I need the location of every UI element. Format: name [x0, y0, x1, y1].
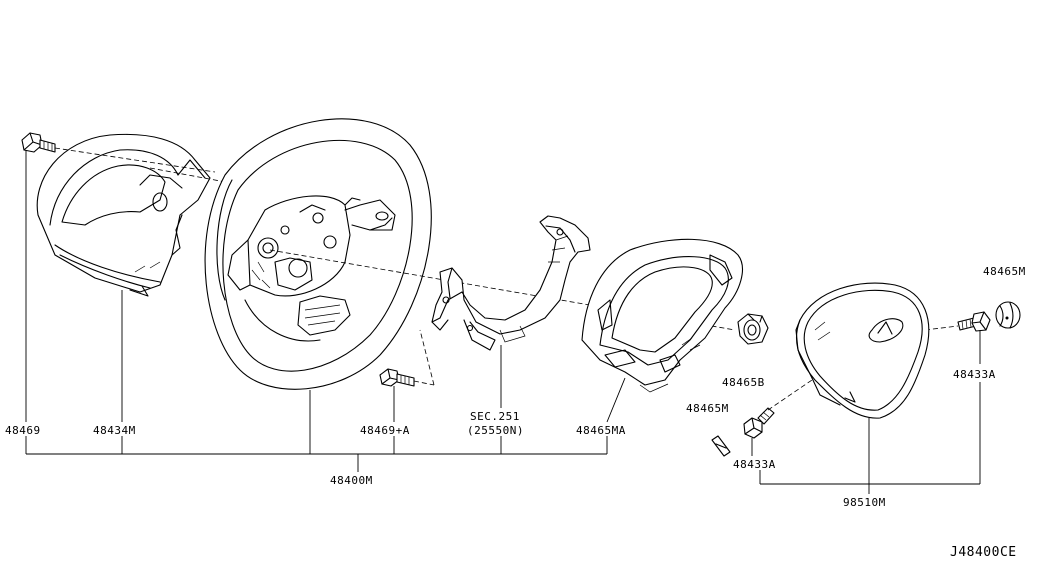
- airbag-module-98510M[interactable]: [795, 282, 930, 419]
- label-48465B: 48465B: [722, 376, 765, 389]
- label-98510M: 98510M: [843, 496, 886, 509]
- nut-48465B[interactable]: [737, 313, 769, 345]
- steering-wheel-48400M[interactable]: [204, 118, 432, 390]
- clip-48465M-left[interactable]: [711, 435, 731, 457]
- label-48465M-left: 48465M: [686, 402, 729, 415]
- bolt-48469A[interactable]: [379, 368, 415, 387]
- label-48433A-left: 48433A: [733, 458, 776, 471]
- bolt-48433A-left[interactable]: [743, 407, 775, 439]
- label-48469: 48469: [5, 424, 41, 437]
- leader-lines: [25, 150, 981, 494]
- label-25550N: (25550N): [467, 424, 524, 437]
- diagram-id: J48400CE: [950, 545, 1017, 560]
- label-48400M: 48400M: [330, 474, 373, 487]
- label-48465M-right: 48465M: [983, 265, 1026, 278]
- label-48434M: 48434M: [93, 424, 136, 437]
- label-48465MA: 48465MA: [576, 424, 626, 437]
- label-48469A: 48469+A: [360, 424, 410, 437]
- finisher-48465MA[interactable]: [581, 238, 743, 393]
- label-sec251: SEC.251: [470, 410, 520, 423]
- bolt-48469[interactable]: [21, 132, 56, 153]
- bolt-48433A-right[interactable]: [957, 311, 991, 332]
- column-cover-48434M[interactable]: [36, 133, 211, 297]
- spoke-bracket-sec251[interactable]: [431, 215, 591, 351]
- label-48433A-right: 48433A: [953, 368, 996, 381]
- clip-48465M-right[interactable]: [995, 301, 1021, 329]
